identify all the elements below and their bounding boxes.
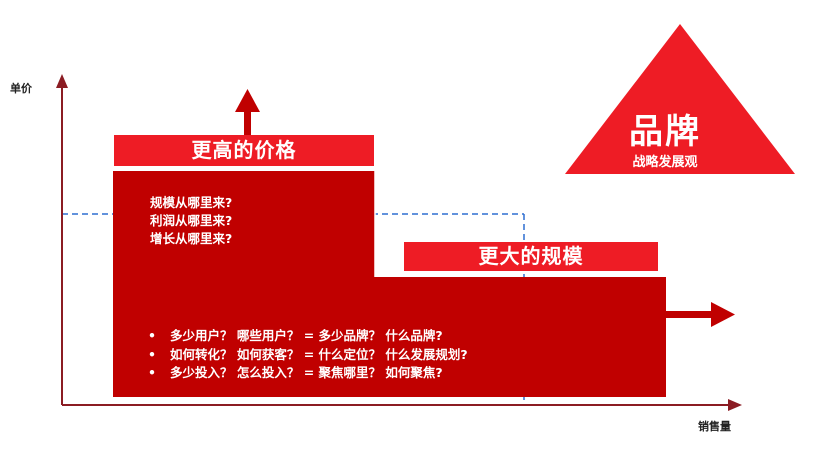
question-item: 规模从哪里来? xyxy=(150,195,233,210)
bullet-item: 如何转化？ 如何获客？ = 什么定位？ 什么发展规划? xyxy=(148,346,468,365)
x-axis-arrowhead xyxy=(728,399,742,411)
y-axis-arrowhead xyxy=(56,74,68,88)
bullet-item: 多少用户？ 哪些用户？ = 多少品牌？ 什么品牌? xyxy=(148,327,468,346)
higher-price-banner: 更高的价格 xyxy=(114,135,374,166)
up-arrow-shaft xyxy=(244,109,251,135)
growth-questions: 规模从哪里来? 利润从哪里来? 增长从哪里来? xyxy=(150,194,232,248)
question-item: 利润从哪里来? xyxy=(150,213,233,228)
brand-title: 品牌 xyxy=(629,112,701,152)
bullet-text: 如何转化？ 如何获客？ = 什么定位？ 什么发展规划? xyxy=(170,346,468,362)
brand-subtitle: 战略发展观 xyxy=(632,155,698,170)
x-axis-label: 销售量 xyxy=(698,420,731,433)
right-arrow-head xyxy=(711,302,735,327)
question-item: 增长从哪里来? xyxy=(150,231,233,246)
bullet-text: 多少用户？ 哪些用户？ = 多少品牌？ 什么品牌? xyxy=(170,328,443,343)
right-arrow-shaft xyxy=(666,311,714,318)
brand-triangle xyxy=(565,24,795,174)
y-axis-label: 单价 xyxy=(10,82,32,95)
strategy-bullet-list: 多少用户？ 哪些用户？ = 多少品牌？ 什么品牌? 如何转化？ 如何获客？ = … xyxy=(148,327,468,383)
up-arrow-head xyxy=(235,89,260,112)
bullet-text: 多少投入？ 怎么投入？ = 聚焦哪里？ 如何聚焦? xyxy=(170,365,443,380)
larger-scale-banner: 更大的规模 xyxy=(404,242,658,271)
bullet-item: 多少投入？ 怎么投入？ = 聚焦哪里？ 如何聚焦? xyxy=(148,364,468,383)
